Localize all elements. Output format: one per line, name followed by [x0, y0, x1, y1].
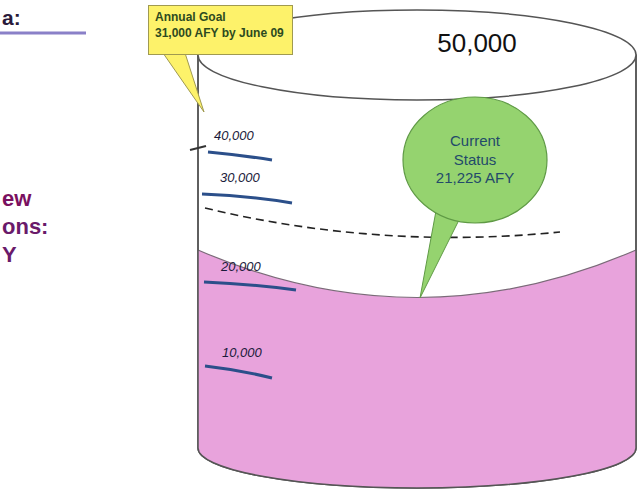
- cylinder-side: [197, 55, 199, 448]
- water-fill: [198, 250, 636, 488]
- text-fragment: ew: [2, 186, 31, 212]
- scale-mark: [205, 366, 272, 378]
- water-surface: [198, 250, 636, 298]
- callout-shape: [403, 97, 547, 223]
- callout-text: Current Status: [439, 132, 511, 170]
- goal-callout: Annual Goal31,000 AFY by June 09: [148, 5, 293, 55]
- text-fragment: ons:: [2, 214, 48, 240]
- status-callout: Current Status21,225 AFY: [402, 96, 548, 224]
- tank-cylinder: 50,000: [197, 8, 638, 490]
- callout-pointer: [163, 53, 204, 112]
- capacity-wrap: 50,000: [387, 28, 567, 59]
- callout-text: 31,000 AFY by June 09: [155, 26, 286, 42]
- heading-fragment: a:: [2, 6, 21, 30]
- callout-text: 21,225 AFY: [436, 169, 514, 188]
- text-fragment: Y: [2, 242, 17, 268]
- callout-text: Annual Goal: [155, 10, 286, 26]
- scale-label: 40,000: [214, 128, 254, 143]
- scale-mark: [202, 194, 292, 203]
- scale-mark: [204, 282, 296, 290]
- scale-label: 20,000: [221, 259, 261, 274]
- cylinder-body: [198, 55, 636, 488]
- cylinder-bottom: [198, 448, 636, 488]
- scale-label: 30,000: [220, 170, 260, 185]
- scale-tick: [190, 146, 206, 150]
- capacity-label: 50,000: [387, 28, 567, 59]
- scale-label: 10,000: [222, 345, 262, 360]
- scale-mark: [208, 152, 272, 160]
- heading-underline: [0, 32, 86, 35]
- cylinder-side: [635, 55, 637, 448]
